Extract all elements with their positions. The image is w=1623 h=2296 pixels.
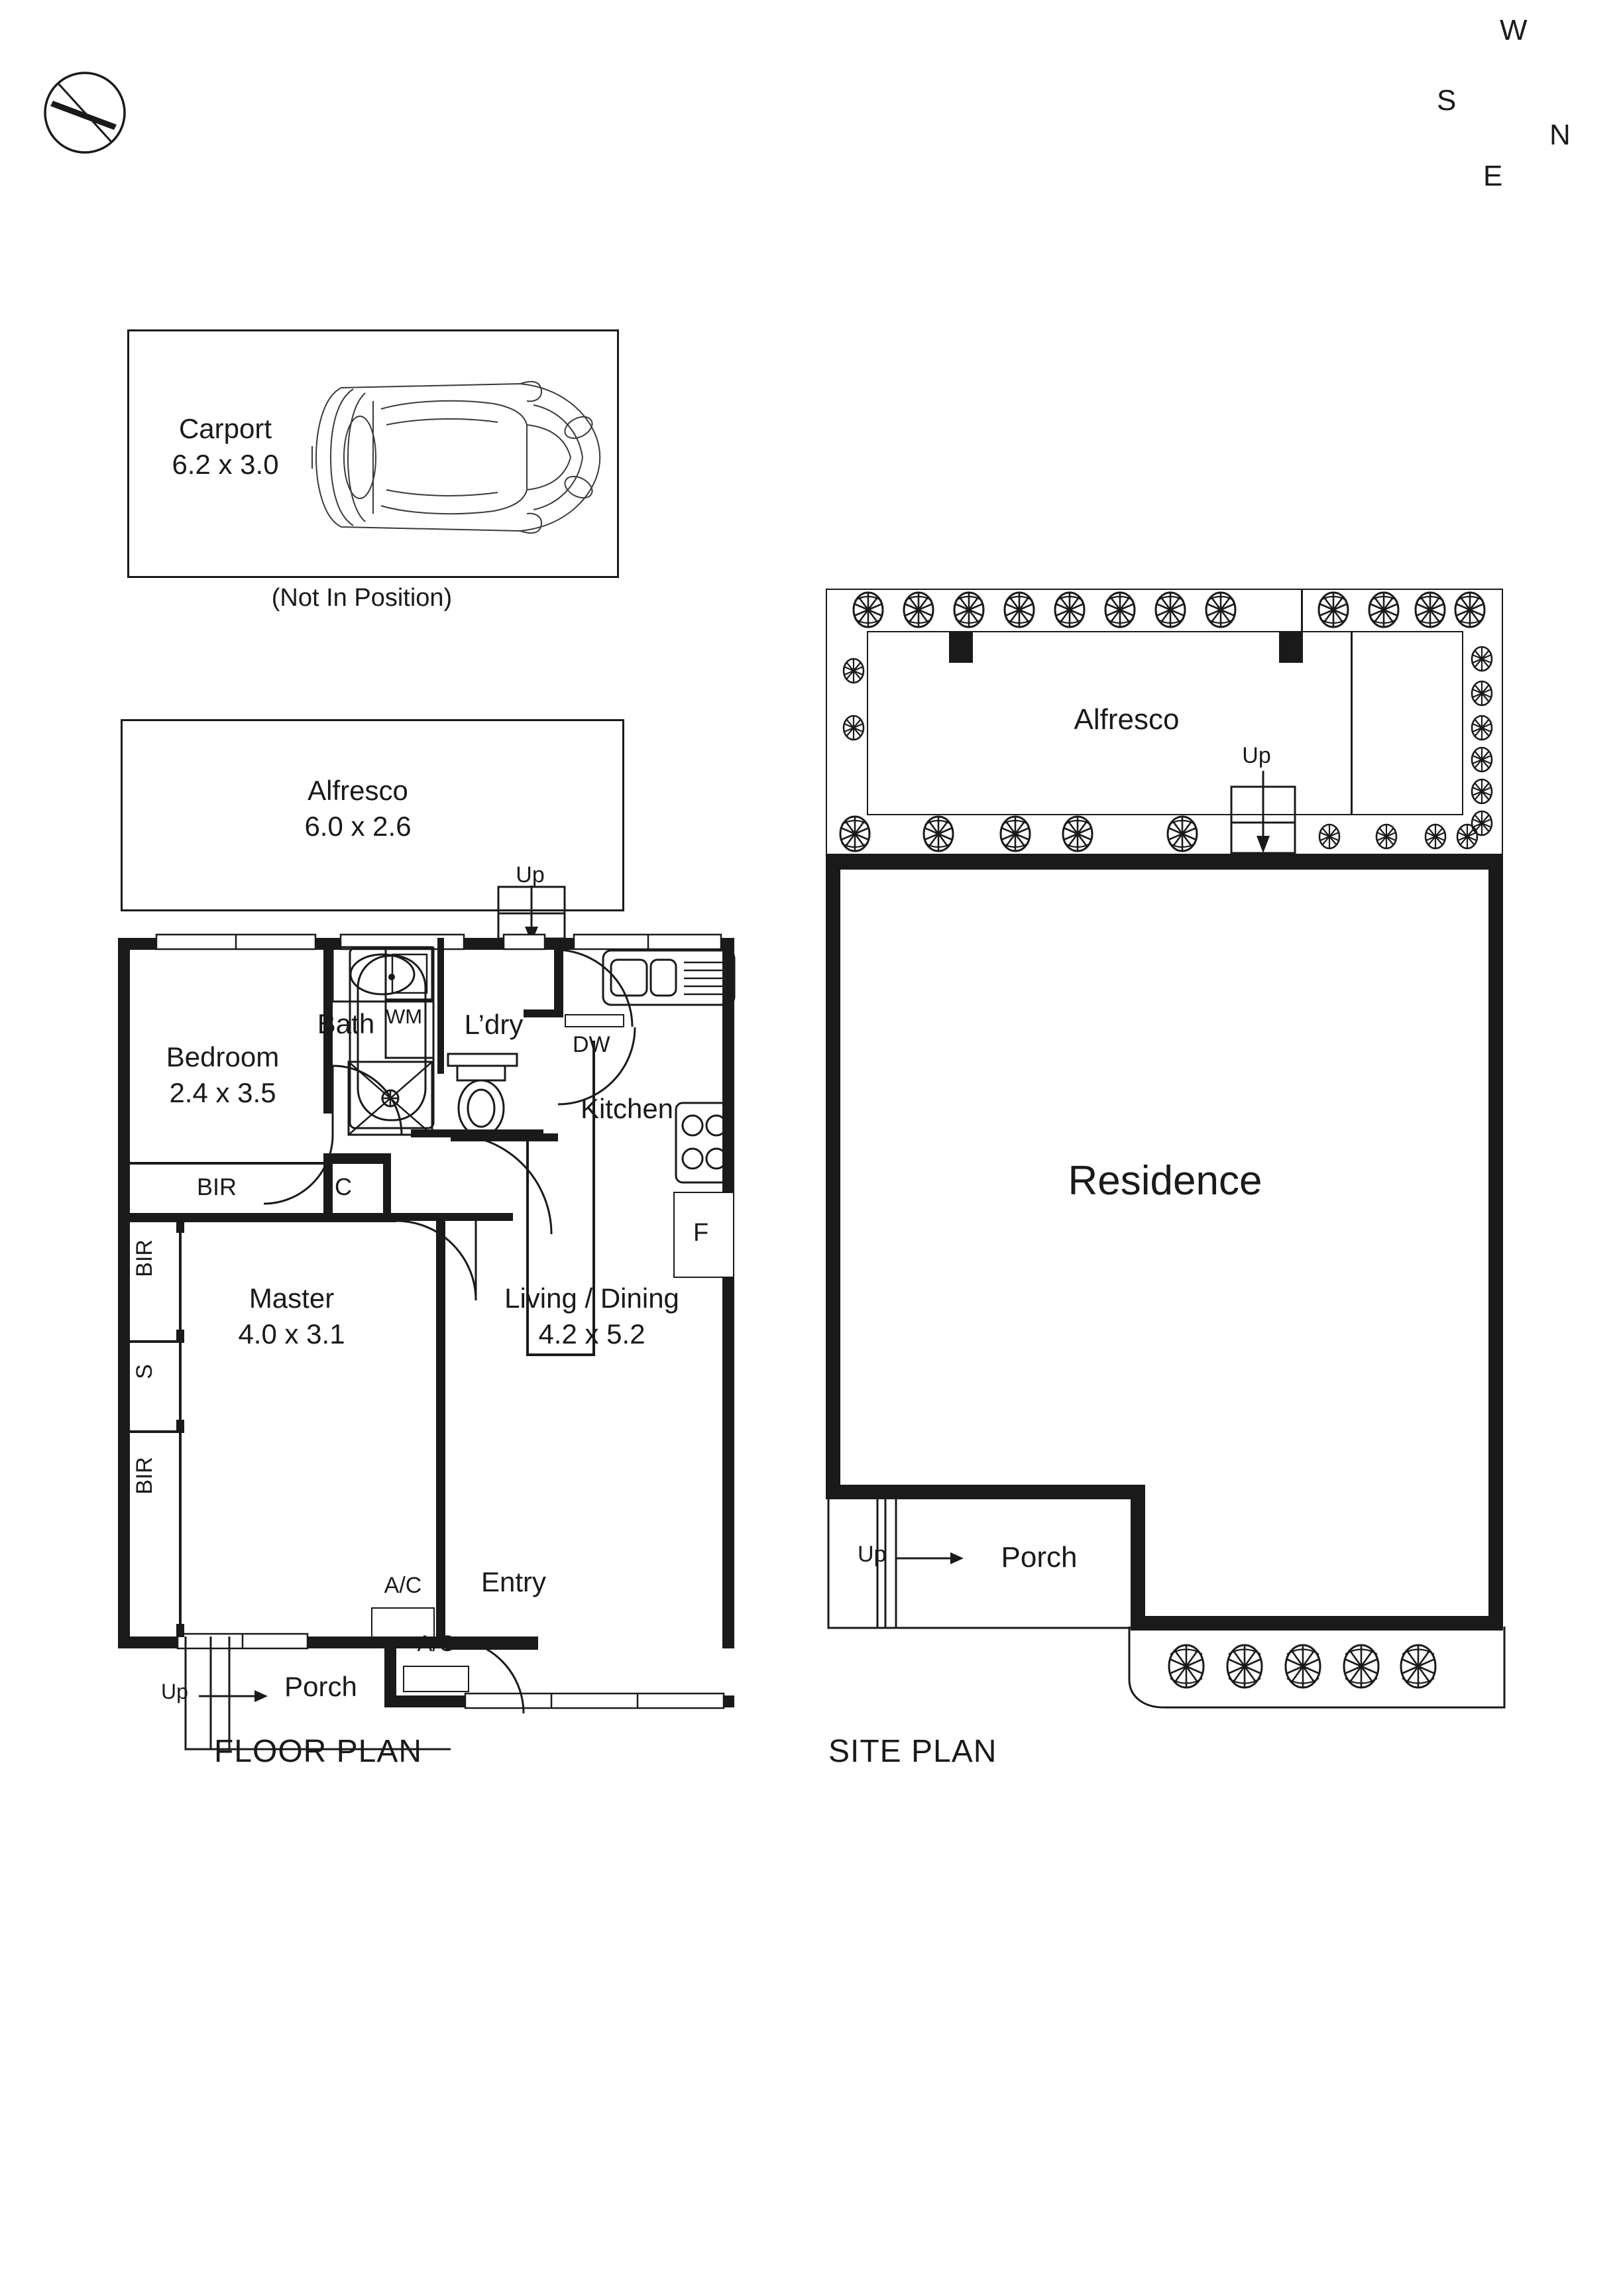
- floorplan-caption: FLOOR PLAN: [213, 1734, 423, 1769]
- siteplan-porch-outline: [827, 1498, 1133, 1629]
- wall-closet-tick-3: [176, 1420, 184, 1433]
- wall-closet-div-2: [127, 1430, 182, 1433]
- siteplan-post-left: [949, 631, 973, 663]
- kitchen-sink-icon: [602, 949, 736, 1006]
- compass-label-e: E: [1483, 160, 1503, 192]
- wall-entry-threshold: [445, 1636, 538, 1650]
- floorplan-alfresco-title: Alfresco: [308, 775, 408, 806]
- floorplan-top-windows: [155, 933, 722, 950]
- room-label-kitchen: Kitchen: [580, 1093, 674, 1124]
- siteplan-residence-wall-top: [826, 855, 1503, 870]
- siteplan-alfresco-stair: [1230, 771, 1296, 854]
- wall-closet-tick-4: [176, 1624, 184, 1637]
- wall-bath-right: [437, 938, 444, 1074]
- compass-label-w: W: [1500, 14, 1528, 46]
- cupboard-label: C: [335, 1173, 352, 1200]
- floorplan-porch-outline: [184, 1636, 451, 1751]
- bir-label-upper-left: BIR: [132, 1239, 157, 1277]
- room-label-entry: Entry: [480, 1566, 547, 1597]
- wall-kitchen-pantry-right: [592, 1137, 595, 1356]
- carport-title: Carport: [178, 413, 272, 444]
- wall-master-top: [118, 1213, 396, 1222]
- wall-kitchen-pantry-left: [526, 1137, 529, 1356]
- floorplan-wall-entry-jog: [384, 1636, 396, 1707]
- siteplan-residence-label: Residence: [1068, 1158, 1262, 1204]
- room-label-bedroom: Bedroom: [166, 1041, 280, 1072]
- bir-label-lower-left: BIR: [132, 1457, 157, 1495]
- siteplan-porch-up-arrow: [896, 1552, 964, 1564]
- siteplan-residence-wall-right: [1488, 855, 1503, 1631]
- wall-bir-strip-top: [330, 1153, 391, 1164]
- wall-cupboard-right: [383, 1157, 391, 1221]
- wall-closet-tick-1: [176, 1220, 184, 1233]
- cooktop-icon: [675, 1102, 733, 1184]
- wall-closet-div-1: [127, 1340, 182, 1343]
- siteplan-alfresco-band-divider: [1301, 589, 1303, 632]
- siteplan-alfresco-label: Alfresco: [1074, 703, 1180, 736]
- siteplan-alfresco-band: [826, 589, 1503, 855]
- bir-label-top: BIR: [196, 1173, 237, 1200]
- wall-ldry-kitchen: [554, 938, 563, 1016]
- floorplan-stair-up-arrow: [497, 886, 566, 943]
- ac-master-unit: [371, 1607, 435, 1638]
- carport-note: (Not In Position): [271, 584, 453, 612]
- wall-bir-cupboard: [323, 1153, 333, 1220]
- siteplan-alfresco-divider: [1351, 631, 1353, 815]
- siteplan-porch-label: Porch: [1001, 1541, 1078, 1574]
- siteplan-alfresco-shrubs: [839, 591, 1493, 852]
- compass-label-s: S: [1437, 84, 1457, 117]
- wall-master-right: [436, 1218, 445, 1261]
- room-dim-master: 4.0 x 3.1: [238, 1318, 345, 1349]
- floorplan-stair-up-label: Up: [516, 862, 545, 888]
- carport-dimensions: 6.2 x 3.0: [172, 449, 279, 480]
- ac-entry-label: A/C: [417, 1631, 455, 1656]
- compass-rose-svg: [44, 72, 126, 154]
- ac-master-label: A/C: [384, 1573, 422, 1598]
- siteplan-alfresco-up-label: Up: [1242, 743, 1271, 768]
- wall-master-top-right: [391, 1213, 513, 1221]
- room-dim-bedroom: 2.4 x 3.5: [169, 1077, 276, 1108]
- siteplan-residence-wall-bottom-left: [826, 1485, 1131, 1499]
- siteplan-caption: SITE PLAN: [828, 1734, 997, 1769]
- ac-entry-unit: [403, 1666, 469, 1692]
- porch-up-label: Up: [161, 1680, 188, 1703]
- room-label-living-dining: Living / Dining: [504, 1283, 679, 1314]
- wall-master-right-2: [436, 1261, 445, 1642]
- dishwasher-label: DW: [573, 1032, 610, 1057]
- siteplan-residence-wall-left: [826, 855, 840, 1498]
- wall-bir-top: [127, 1162, 330, 1165]
- porch-up-arrow: [199, 1690, 268, 1702]
- washing-machine-icon: [384, 947, 435, 1059]
- fridge-label: F: [693, 1219, 709, 1247]
- wall-kitchen-bench-edge: [592, 1041, 595, 1140]
- room-label-master: Master: [249, 1283, 335, 1314]
- siteplan-porch-up-label: Up: [858, 1542, 887, 1567]
- siteplan-residence-wall-porch-jog: [1131, 1485, 1145, 1629]
- wall-ldry-kitchen-2: [524, 1009, 563, 1017]
- car-top-view-icon: [311, 380, 601, 534]
- room-label-porch: Porch: [284, 1671, 357, 1702]
- fridge-outline: [673, 1192, 734, 1278]
- room-dim-living-dining: 4.2 x 5.2: [538, 1318, 645, 1349]
- toilet-icon: [447, 1053, 518, 1137]
- siteplan-residence-wall-bottom-right: [1131, 1616, 1503, 1631]
- compass-label-n: N: [1549, 119, 1571, 151]
- shelf-label: S: [132, 1364, 157, 1379]
- dishwasher-slot: [565, 1014, 624, 1027]
- siteplan-alfresco-slab: [867, 631, 1463, 815]
- wall-kitchen-pantry-bottom: [526, 1353, 595, 1356]
- siteplan-post-right: [1279, 631, 1303, 663]
- floorplan-wall-left: [118, 938, 130, 1648]
- wall-closet-tick-2: [176, 1330, 184, 1343]
- carport-outline: [127, 329, 619, 578]
- room-label-ldry: L’dry: [464, 1009, 524, 1040]
- floorplan-alfresco-dimensions: 6.0 x 2.6: [304, 811, 412, 842]
- washing-machine-label: WM: [386, 1005, 423, 1028]
- floorplan-door-swings: [263, 948, 636, 1714]
- room-label-bath: Bath: [317, 1008, 375, 1039]
- wall-bedroom-bath-lower: [323, 1041, 333, 1114]
- floorplan-alfresco-outline: [121, 719, 624, 911]
- wall-bedroom-bath: [323, 938, 333, 1067]
- siteplan-front-garden: [1128, 1627, 1506, 1709]
